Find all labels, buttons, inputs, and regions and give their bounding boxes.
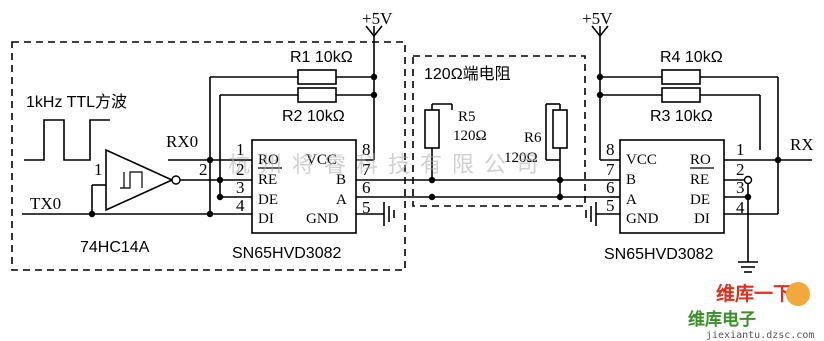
chip-left-pin-num-7: 7: [362, 160, 371, 179]
chip-left-pin-num-5: 5: [362, 198, 371, 217]
chip-right-pin-num-2: 2: [736, 160, 745, 179]
chip-right-pin-num-7: 7: [606, 160, 615, 179]
tx0-label: TX0: [30, 194, 61, 213]
logo-top: 维库一下: [716, 282, 792, 305]
inverter-part-label: 74HC14A: [80, 239, 150, 256]
r5-name: R5: [458, 109, 476, 125]
chip-left-pin-num-8: 8: [362, 140, 371, 159]
chip-right-pin-vcc: VCC: [626, 152, 657, 168]
watermark: 杭州将睿科技有限公司: [228, 153, 548, 178]
chip-left-pin-num-1: 1: [236, 140, 245, 159]
r6-name: R6: [524, 130, 542, 146]
resistor-r4: R4 10kΩ: [600, 49, 778, 85]
chip-left-pin-num-4: 4: [236, 196, 245, 215]
logo-middle: 维库电子: [688, 309, 756, 330]
chip-right-pin-num-8: 8: [606, 140, 615, 159]
chip-left-pin-b: B: [336, 172, 346, 188]
chip-left-part-label: SN65HVD3082: [232, 245, 342, 262]
chip-right-pin-de: DE: [690, 192, 710, 208]
square-wave-label: 1kHz TTL方波: [26, 93, 127, 111]
chip-left: 1 2 3 4 RO RE DE DI VCC B A GND 8 7 6 5 …: [232, 139, 371, 262]
terminator-border: [412, 55, 586, 207]
chip-left-pin-di: DI: [258, 211, 274, 227]
re-de-ground: [724, 175, 753, 262]
tx0-net: TX0: [22, 184, 252, 218]
square-wave-source: 1kHz TTL方波: [24, 93, 127, 161]
chip-right-pin-ro: RO: [690, 152, 711, 168]
chip-left-pin-num-3: 3: [236, 178, 245, 197]
r5-value: 120Ω: [453, 128, 487, 144]
logo-url: jiexiantu.dzsc.com: [706, 330, 814, 341]
chip-left-pin-a: A: [336, 192, 347, 208]
chip-right: 8 7 6 5 VCC B A GND RO RE DE DI 1 2 3 4 …: [604, 139, 745, 263]
rx0-net: RX0: [166, 77, 252, 218]
chip-right-pin-num-3: 3: [736, 178, 745, 197]
chip-right-pin-di: DI: [694, 211, 710, 227]
chip-right-part-label: SN65HVD3082: [604, 246, 714, 263]
chip-left-pin-gnd: GND: [306, 211, 339, 227]
chip-left-pin-num-2: 2: [236, 160, 245, 179]
r2-label: R2 10kΩ: [282, 108, 345, 125]
chip-left-pin-re: RE: [258, 172, 277, 188]
rs485-bus: [356, 176, 610, 201]
rx0-label: RX0: [166, 132, 198, 151]
supply-left: +5V: [362, 9, 393, 140]
chip-right-pin-b: B: [626, 172, 636, 188]
ground-left-icon: [383, 202, 395, 226]
resistor-r5: R5 120Ω: [424, 103, 487, 180]
resistor-r6: R6 120Ω: [504, 103, 568, 197]
chip-right-pin-a: A: [626, 192, 637, 208]
chip-right-pin-num-4: 4: [736, 198, 745, 217]
chip-right-pin-gnd: GND: [626, 211, 659, 227]
resistor-r2: R2 10kΩ: [220, 87, 378, 125]
rx-label: RX: [790, 135, 814, 154]
left-module-border: [11, 41, 406, 271]
r4-label: R4 10kΩ: [660, 49, 723, 66]
chip-left-pin-vcc: VCC: [306, 152, 337, 168]
supply-right: +5V: [582, 9, 613, 160]
r3-label: R3 10kΩ: [650, 108, 713, 125]
r1-label: R1 10kΩ: [290, 49, 353, 66]
chip-left-pin-de: DE: [258, 192, 278, 208]
resistor-r3: R3 10kΩ: [600, 87, 760, 125]
r6-value: 120Ω: [504, 150, 538, 166]
chip-right-pin-num-6: 6: [606, 178, 615, 197]
chip-right-pin-re: RE: [690, 172, 709, 188]
supply-left-label: +5V: [362, 9, 393, 28]
inverter-pin1: 1: [94, 160, 103, 179]
ground-bottom-icon: [738, 261, 758, 273]
ground-right-icon: [585, 202, 597, 226]
inverter-pin2: 2: [199, 160, 208, 179]
inverter-74hc14a: 1 2 74HC14A: [80, 148, 208, 256]
resistor-r1: R1 10kΩ: [210, 49, 378, 85]
terminator-label: 120Ω端电阻: [424, 65, 511, 83]
logo-face-icon: [786, 282, 810, 306]
supply-right-label: +5V: [582, 9, 613, 28]
rx-net: RX: [724, 77, 814, 215]
site-logo: 维库一下 维库电子 jiexiantu.dzsc.com: [688, 282, 814, 341]
chip-left-pin-num-6: 6: [362, 178, 371, 197]
chip-left-pin-ro: RO: [258, 152, 279, 168]
chip-right-pin-num-5: 5: [606, 196, 615, 215]
chip-right-pin-num-1: 1: [736, 140, 745, 159]
